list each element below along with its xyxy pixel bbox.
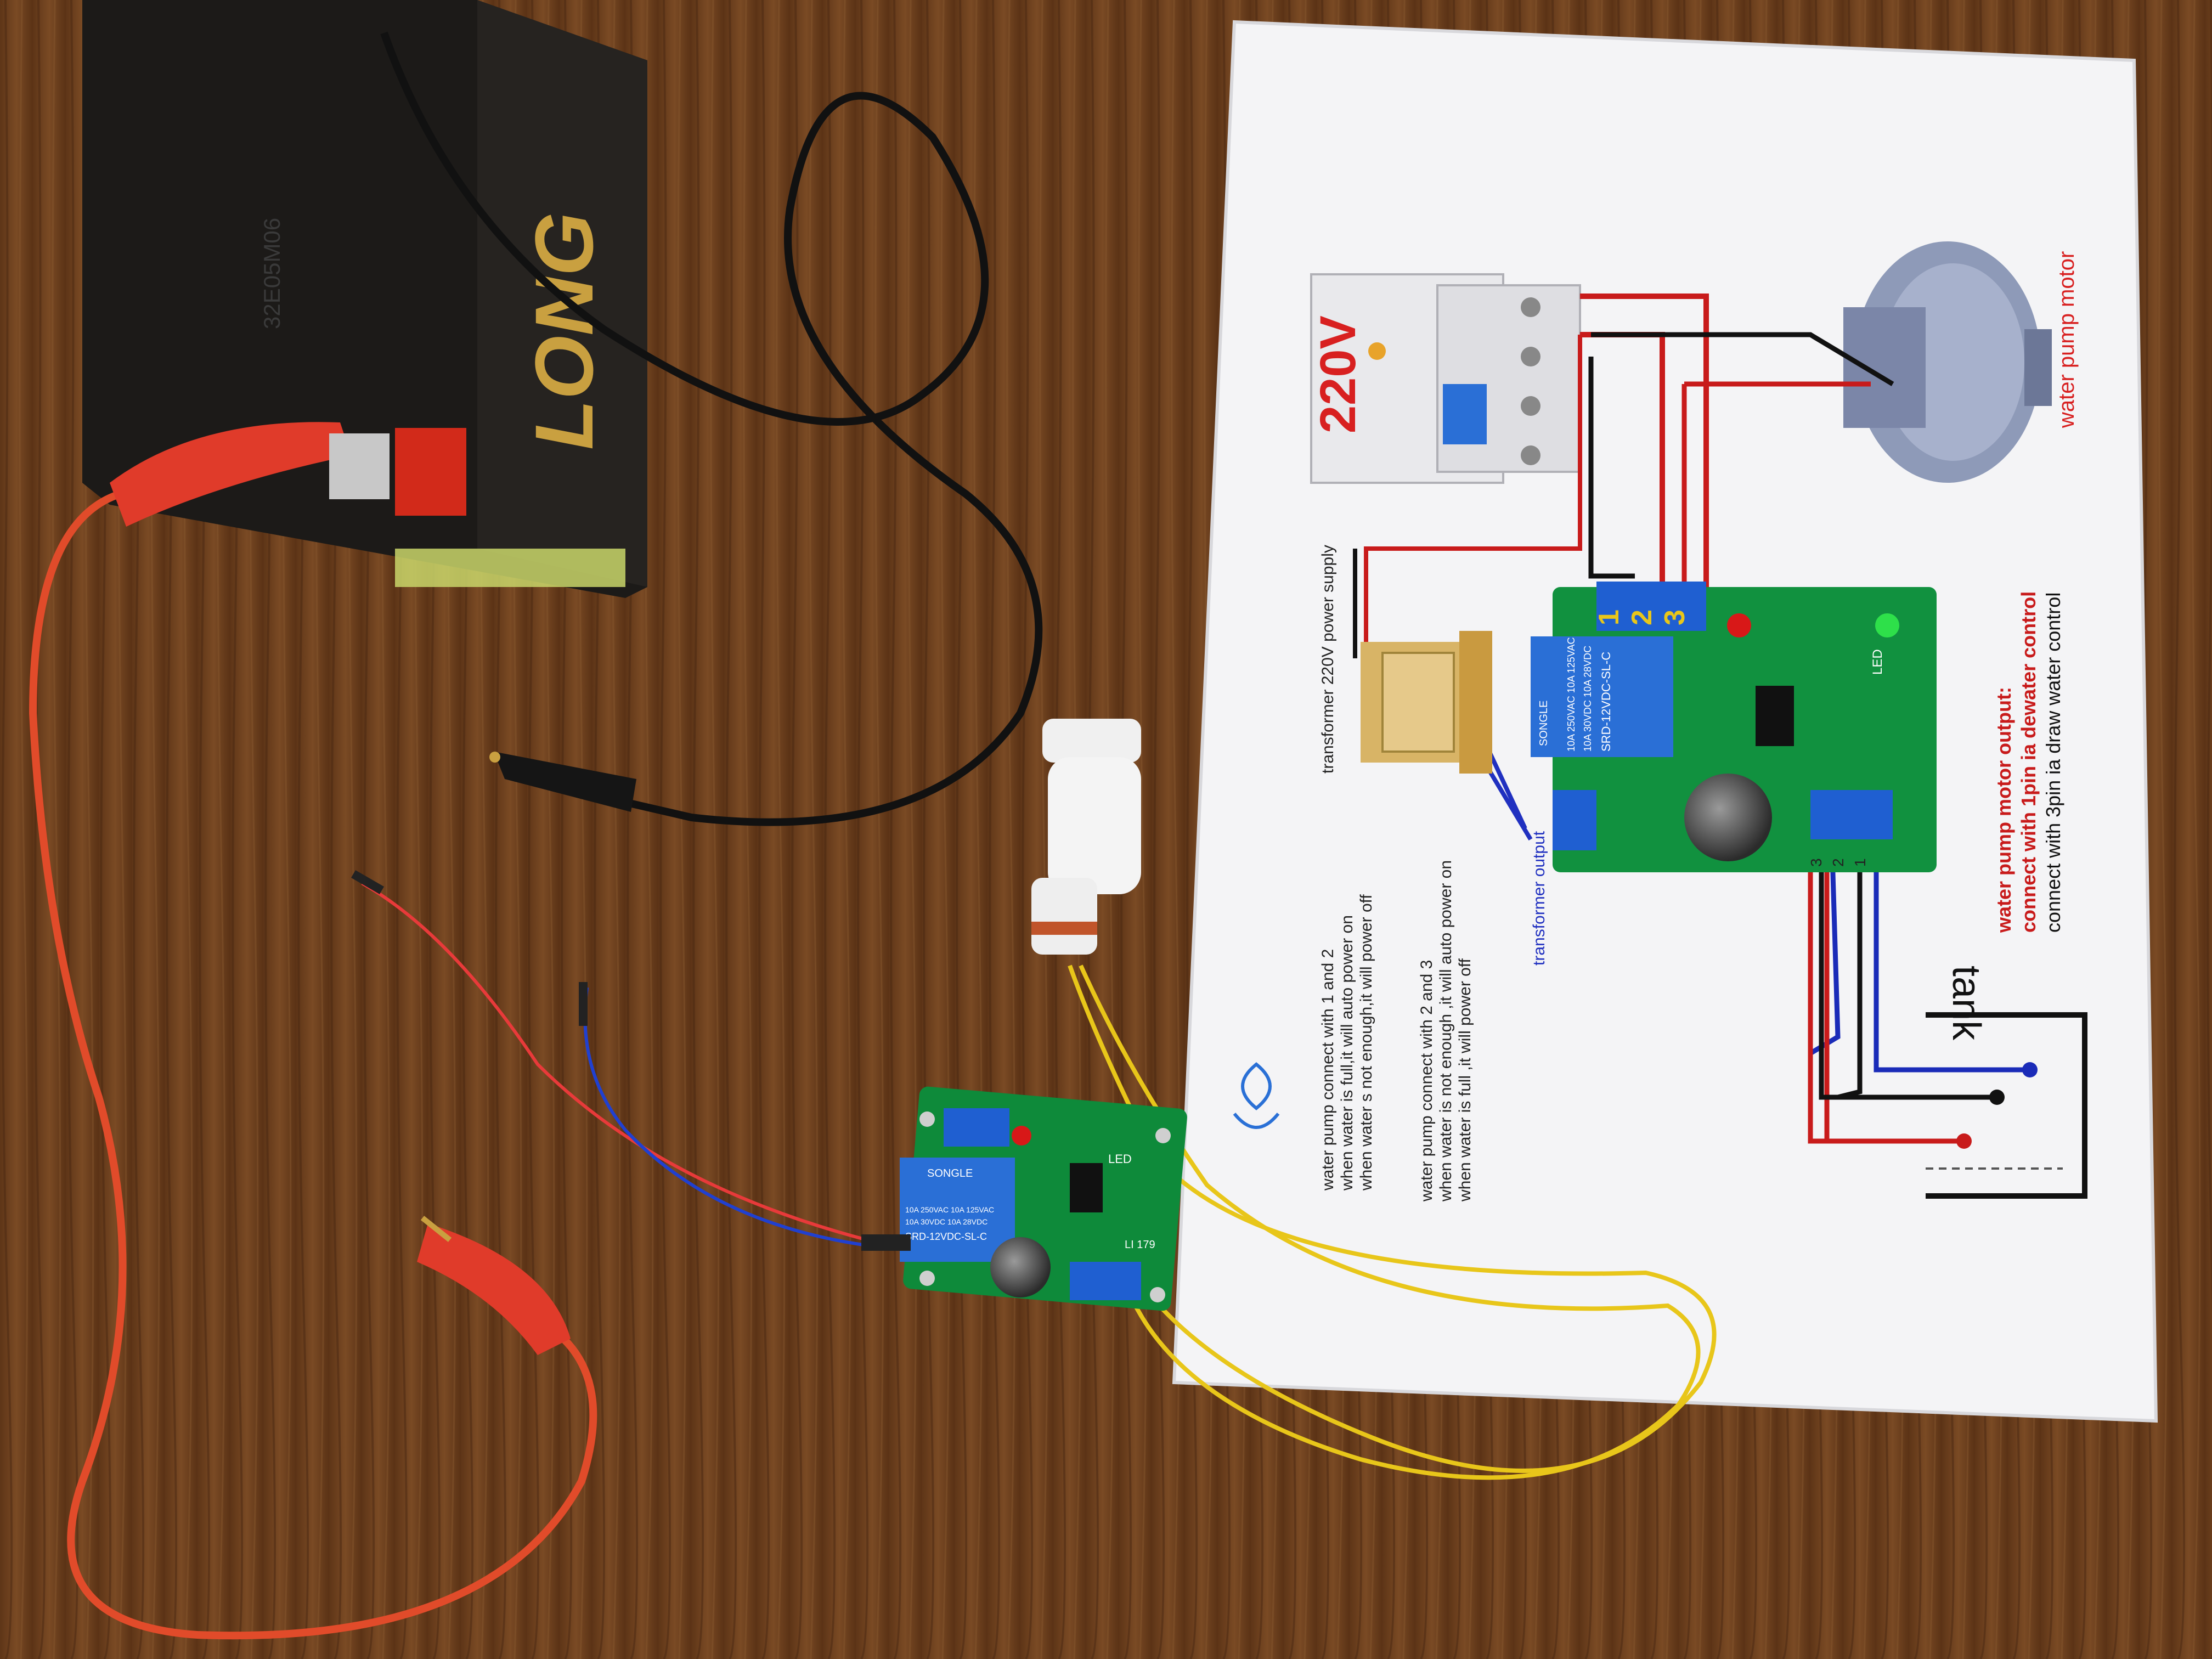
diagram-terminal-3: 3 xyxy=(1659,610,1691,625)
board-silk-label: LI 179 xyxy=(1125,1239,1155,1251)
pump-output-line2: connect with 1pin ia dewater control xyxy=(2017,591,2040,933)
diagram-relay-line3: 10A 30VDC 10A 28VDC xyxy=(1582,646,1593,752)
pump-output-line1: water pump motor output: xyxy=(1993,687,2015,933)
instruction-1-line2: when water is full,it will auto power on xyxy=(1338,915,1356,1191)
transformer-image xyxy=(1361,631,1492,774)
red-clip-loose xyxy=(417,1216,571,1355)
board-relay-line4: SRD-12VDC-SL-C xyxy=(905,1231,987,1242)
water-level-controller-board: SONGLE 10A 250VAC 10A 125VAC 10A 30VDC 1… xyxy=(861,1086,1187,1311)
board-relay-line2: 10A 250VAC 10A 125VAC xyxy=(905,1205,994,1214)
red-clip-battery xyxy=(110,422,362,527)
board-led-label: LED xyxy=(1108,1152,1132,1166)
voltage-label: 220V xyxy=(1310,315,1366,433)
diagram-terminal-2: 2 xyxy=(1626,610,1658,625)
black-wire xyxy=(380,31,1043,826)
motor-label: water pump motor xyxy=(2055,251,2079,428)
transformer-label: transformer 220V power supply xyxy=(1319,545,1337,774)
instruction-2-line1: water pump connect with 2 and 3 xyxy=(1418,960,1436,1202)
diagram-pin-2: 2 xyxy=(1830,858,1847,867)
instruction-2-line2: when water is not enough ,it will auto p… xyxy=(1437,860,1455,1202)
diagram-pcb-image: 1 2 3 SONGLE 10A 250VAC 10A 125VAC 10A 3… xyxy=(1531,582,1937,872)
jumper-pin-red xyxy=(351,870,384,894)
yellow-wire-2 xyxy=(1079,964,1701,1480)
pump-motor-image xyxy=(1843,241,2052,483)
diagram-terminal-1: 1 xyxy=(1593,610,1625,625)
instruction-sheet: 220V water pump motor tra xyxy=(1172,20,2158,1423)
tank-diagram xyxy=(1926,1012,2087,1199)
battery-serial: 32E05M06 xyxy=(259,218,285,329)
instruction-1-line3: when water s not enough,it will power of… xyxy=(1357,894,1375,1191)
instruction-1-line1: water pump connect with 1 and 2 xyxy=(1319,949,1337,1191)
instruction-2-line3: when water is full ,it will power off xyxy=(1456,958,1474,1202)
pump-output-line3: connect with 3pin ia draw water control xyxy=(2042,592,2064,933)
diagram-pin-3: 3 xyxy=(1808,858,1825,867)
board-relay-line1: SONGLE xyxy=(927,1167,973,1180)
battery: LONG 32E05M06 xyxy=(82,0,647,598)
diagram-led-label: LED xyxy=(1870,649,1885,675)
board-relay-line3: 10A 30VDC 10A 28VDC xyxy=(905,1217,988,1226)
transformer-output-label: transformer output xyxy=(1530,831,1548,966)
diagram-relay-line4: SRD-12VDC-SL-C xyxy=(1599,652,1613,752)
battery-brand: LONG xyxy=(518,212,610,450)
diagram-pin-1: 1 xyxy=(1852,858,1869,867)
tank-label: tank xyxy=(1944,966,1988,1041)
jumper-pin-blue xyxy=(579,982,588,1026)
diagram-relay-line2: 10A 250VAC 10A 125VAC xyxy=(1566,637,1577,752)
red-jumper-wire xyxy=(361,882,867,1242)
diagram-relay-line1: SONGLE xyxy=(1538,701,1550,746)
water-logo-icon xyxy=(1233,1062,1280,1129)
circuit-breaker-image xyxy=(1310,273,1581,484)
red-wire xyxy=(29,490,597,1640)
black-clip xyxy=(489,752,636,812)
float-switch xyxy=(1031,719,1141,955)
blue-jumper-wire xyxy=(583,987,867,1247)
